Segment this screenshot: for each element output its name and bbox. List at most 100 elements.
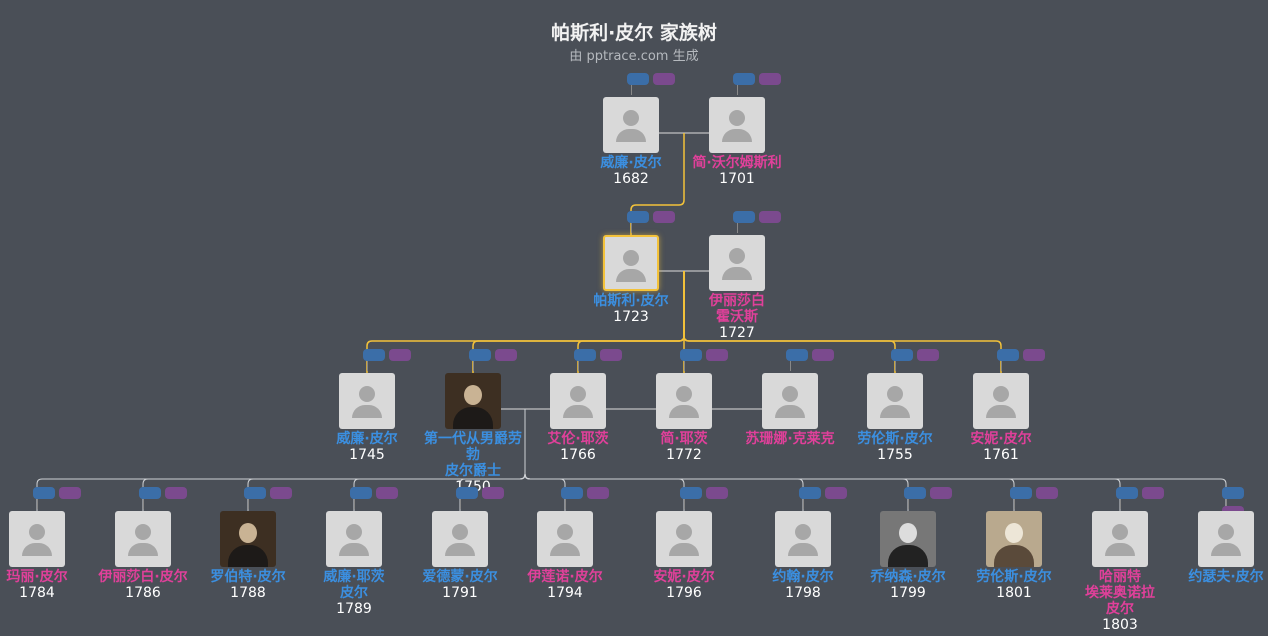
person-birth-year: 1796 <box>666 585 702 601</box>
expand-family-button[interactable] <box>653 211 675 223</box>
avatar[interactable] <box>656 373 712 429</box>
expand-family-button[interactable] <box>1023 349 1045 361</box>
expand-family-button[interactable] <box>270 487 292 499</box>
expand-parents-button[interactable] <box>139 487 161 499</box>
expand-parents-button[interactable] <box>1116 487 1138 499</box>
expand-family-button[interactable] <box>930 487 952 499</box>
avatar[interactable] <box>537 511 593 567</box>
expand-family-button[interactable] <box>165 487 187 499</box>
person-node[interactable]: 苏珊娜·克莱克 <box>740 373 840 447</box>
expand-parents-button[interactable] <box>680 487 702 499</box>
expand-family-button[interactable] <box>759 211 781 223</box>
person-name: 哈丽特 埃莱奥诺拉 皮尔 <box>1085 569 1155 617</box>
avatar[interactable] <box>709 235 765 291</box>
avatar[interactable] <box>115 511 171 567</box>
avatar[interactable] <box>775 511 831 567</box>
avatar[interactable] <box>656 511 712 567</box>
expand-parents-button[interactable] <box>1222 487 1244 499</box>
expand-parents-button[interactable] <box>469 349 491 361</box>
expand-family-button[interactable] <box>59 487 81 499</box>
avatar[interactable] <box>709 97 765 153</box>
expand-parents-button[interactable] <box>627 73 649 85</box>
expand-family-button[interactable] <box>917 349 939 361</box>
expand-family-button[interactable] <box>600 349 622 361</box>
person-node[interactable]: 约瑟夫·皮尔 <box>1176 511 1268 585</box>
expand-buttons <box>350 487 402 499</box>
expand-parents-button[interactable] <box>33 487 55 499</box>
avatar[interactable] <box>603 97 659 153</box>
expand-family-button[interactable] <box>495 349 517 361</box>
person-birth-year: 1791 <box>442 585 478 601</box>
default-person-icon <box>993 386 1009 402</box>
avatar[interactable] <box>1198 511 1254 567</box>
expand-family-button[interactable] <box>587 487 609 499</box>
expand-family-button[interactable] <box>653 73 675 85</box>
expand-parents-button[interactable] <box>350 487 372 499</box>
person-name: 艾伦·耶茨 <box>547 431 609 447</box>
expand-family-button[interactable] <box>706 349 728 361</box>
avatar[interactable] <box>220 511 276 567</box>
expand-family-button[interactable] <box>759 73 781 85</box>
avatar[interactable] <box>339 373 395 429</box>
default-person-icon <box>1112 524 1128 540</box>
person-name: 劳伦斯·皮尔 <box>857 431 933 447</box>
avatar[interactable] <box>973 373 1029 429</box>
expand-parents-button[interactable] <box>244 487 266 499</box>
expand-parents-button[interactable] <box>574 349 596 361</box>
avatar[interactable] <box>326 511 382 567</box>
expand-family-button[interactable] <box>376 487 398 499</box>
expand-parents-button[interactable] <box>456 487 478 499</box>
expand-parents-button[interactable] <box>799 487 821 499</box>
avatar[interactable] <box>9 511 65 567</box>
avatar[interactable] <box>762 373 818 429</box>
avatar[interactable] <box>432 511 488 567</box>
expand-parents-button[interactable] <box>733 73 755 85</box>
avatar[interactable] <box>880 511 936 567</box>
expand-family-button[interactable] <box>812 349 834 361</box>
expand-parents-button[interactable] <box>680 349 702 361</box>
expand-family-button[interactable] <box>1036 487 1058 499</box>
avatar[interactable] <box>1092 511 1148 567</box>
expand-family-button[interactable] <box>1142 487 1164 499</box>
expand-family-button[interactable] <box>706 487 728 499</box>
expand-parents-button[interactable] <box>733 211 755 223</box>
avatar[interactable] <box>445 373 501 429</box>
expand-parents-button[interactable] <box>891 349 913 361</box>
expand-parents-button[interactable] <box>1010 487 1032 499</box>
person-birth-year: 1772 <box>666 447 702 463</box>
avatar[interactable] <box>550 373 606 429</box>
expand-parents-button[interactable] <box>363 349 385 361</box>
expand-family-button[interactable] <box>825 487 847 499</box>
expand-family-button[interactable] <box>482 487 504 499</box>
avatar[interactable] <box>603 235 659 291</box>
avatar[interactable] <box>867 373 923 429</box>
avatar[interactable] <box>986 511 1042 567</box>
expand-parents-button[interactable] <box>997 349 1019 361</box>
person-node[interactable]: 第一代从男爵劳勃 皮尔爵士1750 <box>423 373 523 495</box>
expand-family-button[interactable] <box>389 349 411 361</box>
expand-parents-button[interactable] <box>904 487 926 499</box>
expand-parents-button[interactable] <box>786 349 808 361</box>
expand-parents-button[interactable] <box>561 487 583 499</box>
expand-parents-button[interactable] <box>627 211 649 223</box>
